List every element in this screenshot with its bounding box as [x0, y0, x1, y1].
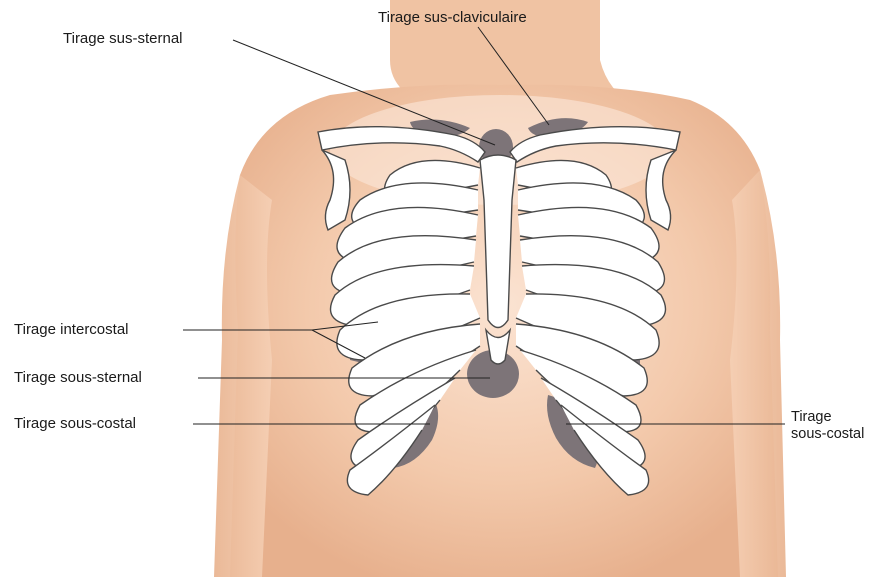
left-arm: [214, 175, 272, 577]
label-tirage-sous-costal-right-line1: Tirage: [791, 409, 832, 425]
label-tirage-sus-claviculaire: Tirage sus-claviculaire: [378, 9, 527, 26]
label-tirage-sous-costal-left: Tirage sous-costal: [14, 415, 136, 432]
label-tirage-sus-sternal: Tirage sus-sternal: [63, 30, 183, 47]
label-tirage-sous-sternal: Tirage sous-sternal: [14, 369, 142, 386]
label-tirage-sous-costal-right-line2: sous-costal: [791, 426, 864, 442]
label-tirage-intercostal: Tirage intercostal: [14, 321, 129, 338]
right-arm: [730, 170, 786, 577]
